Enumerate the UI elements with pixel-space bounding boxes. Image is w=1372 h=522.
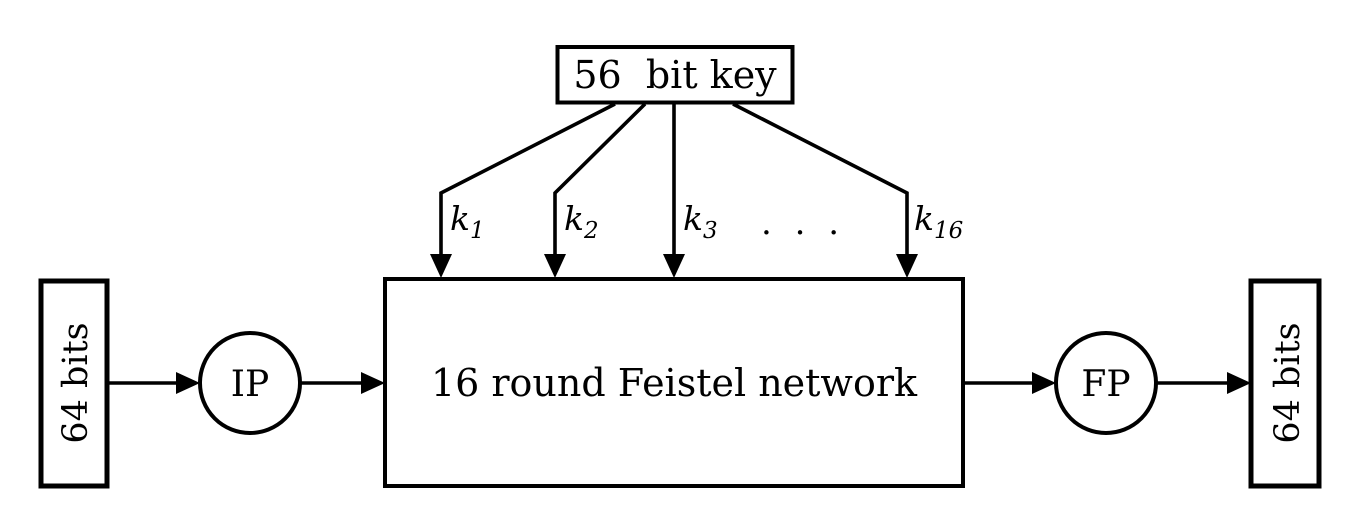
ip-circle: [198, 331, 302, 435]
subkey-ellipsis: . . .: [761, 203, 845, 243]
subkey-labels: k1 k2 k3 k16 . . .: [450, 199, 963, 244]
ip-node-group: IP: [198, 331, 302, 435]
subkey-wire-k16: [732, 102, 909, 260]
input-bits-box: [38, 278, 110, 489]
feistel-box-label: 16 round Feistel network: [431, 361, 918, 405]
fp-circle: [1054, 331, 1158, 435]
feistel-box-group: 16 round Feistel network: [383, 277, 965, 488]
subkey-wire-k1: [439, 102, 616, 260]
input-box-group: 64 bits: [38, 278, 110, 489]
subkey-label-k2: k2: [564, 199, 599, 244]
subkey-wire-k2: [553, 102, 647, 260]
fp-node-group: FP: [1054, 331, 1158, 435]
fp-to-output-arrowhead: [1227, 372, 1251, 394]
ip-label: IP: [231, 364, 269, 405]
subkey-arrowhead-k3: [663, 254, 685, 278]
subkey-arrowhead-k16: [896, 254, 918, 278]
input-bits-label: 64 bits: [56, 322, 96, 443]
subkey-label-k1: k1: [450, 199, 485, 244]
subkey-arrowhead-k2: [544, 254, 566, 278]
feistel-box: [383, 277, 965, 488]
output-bits-label: 64 bits: [1268, 322, 1308, 443]
subkey-wires: [430, 102, 918, 278]
input-to-ip-arrowhead: [176, 372, 200, 394]
subkey-arrowhead-k1: [430, 254, 452, 278]
subkey-label-k3: k3: [683, 199, 718, 244]
feistel-to-fp-arrowhead: [1032, 372, 1056, 394]
datapath-arrows: [107, 372, 1251, 394]
key-box: [555, 45, 795, 105]
key-box-label: 56 bit key: [573, 53, 777, 97]
output-bits-box: [1248, 278, 1322, 489]
subkey-label-k16: k16: [914, 199, 963, 244]
fp-label: FP: [1081, 364, 1130, 405]
key-box-group: 56 bit key: [555, 45, 795, 105]
output-box-group: 64 bits: [1248, 278, 1322, 489]
ip-to-feistel-arrowhead: [361, 372, 385, 394]
